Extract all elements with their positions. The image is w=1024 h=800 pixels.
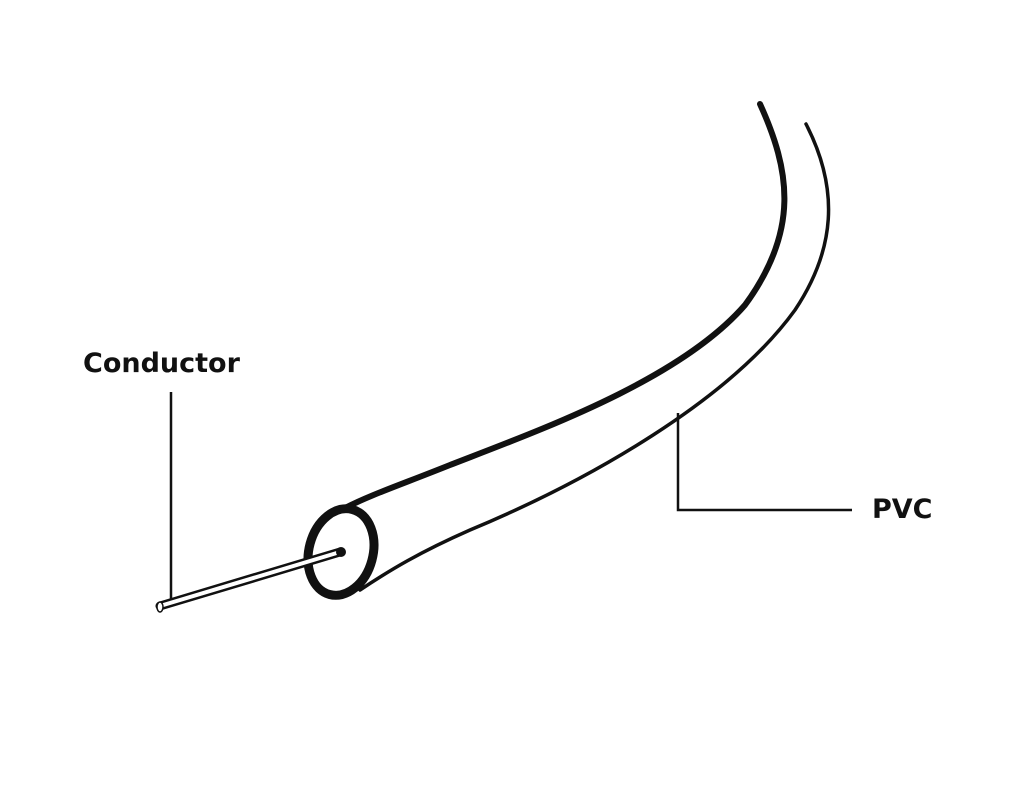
cable-jacket-upper-edge (342, 101, 788, 511)
conductor-label: Conductor (83, 348, 241, 379)
cable-jacket-lower-edge (358, 122, 831, 592)
pvc-label: PVC (872, 494, 933, 525)
pvc-leader-line (676, 413, 852, 512)
conductor-tip (156, 601, 164, 613)
conductor-center-dot (336, 547, 346, 557)
conductor-wire-core (158, 550, 342, 608)
